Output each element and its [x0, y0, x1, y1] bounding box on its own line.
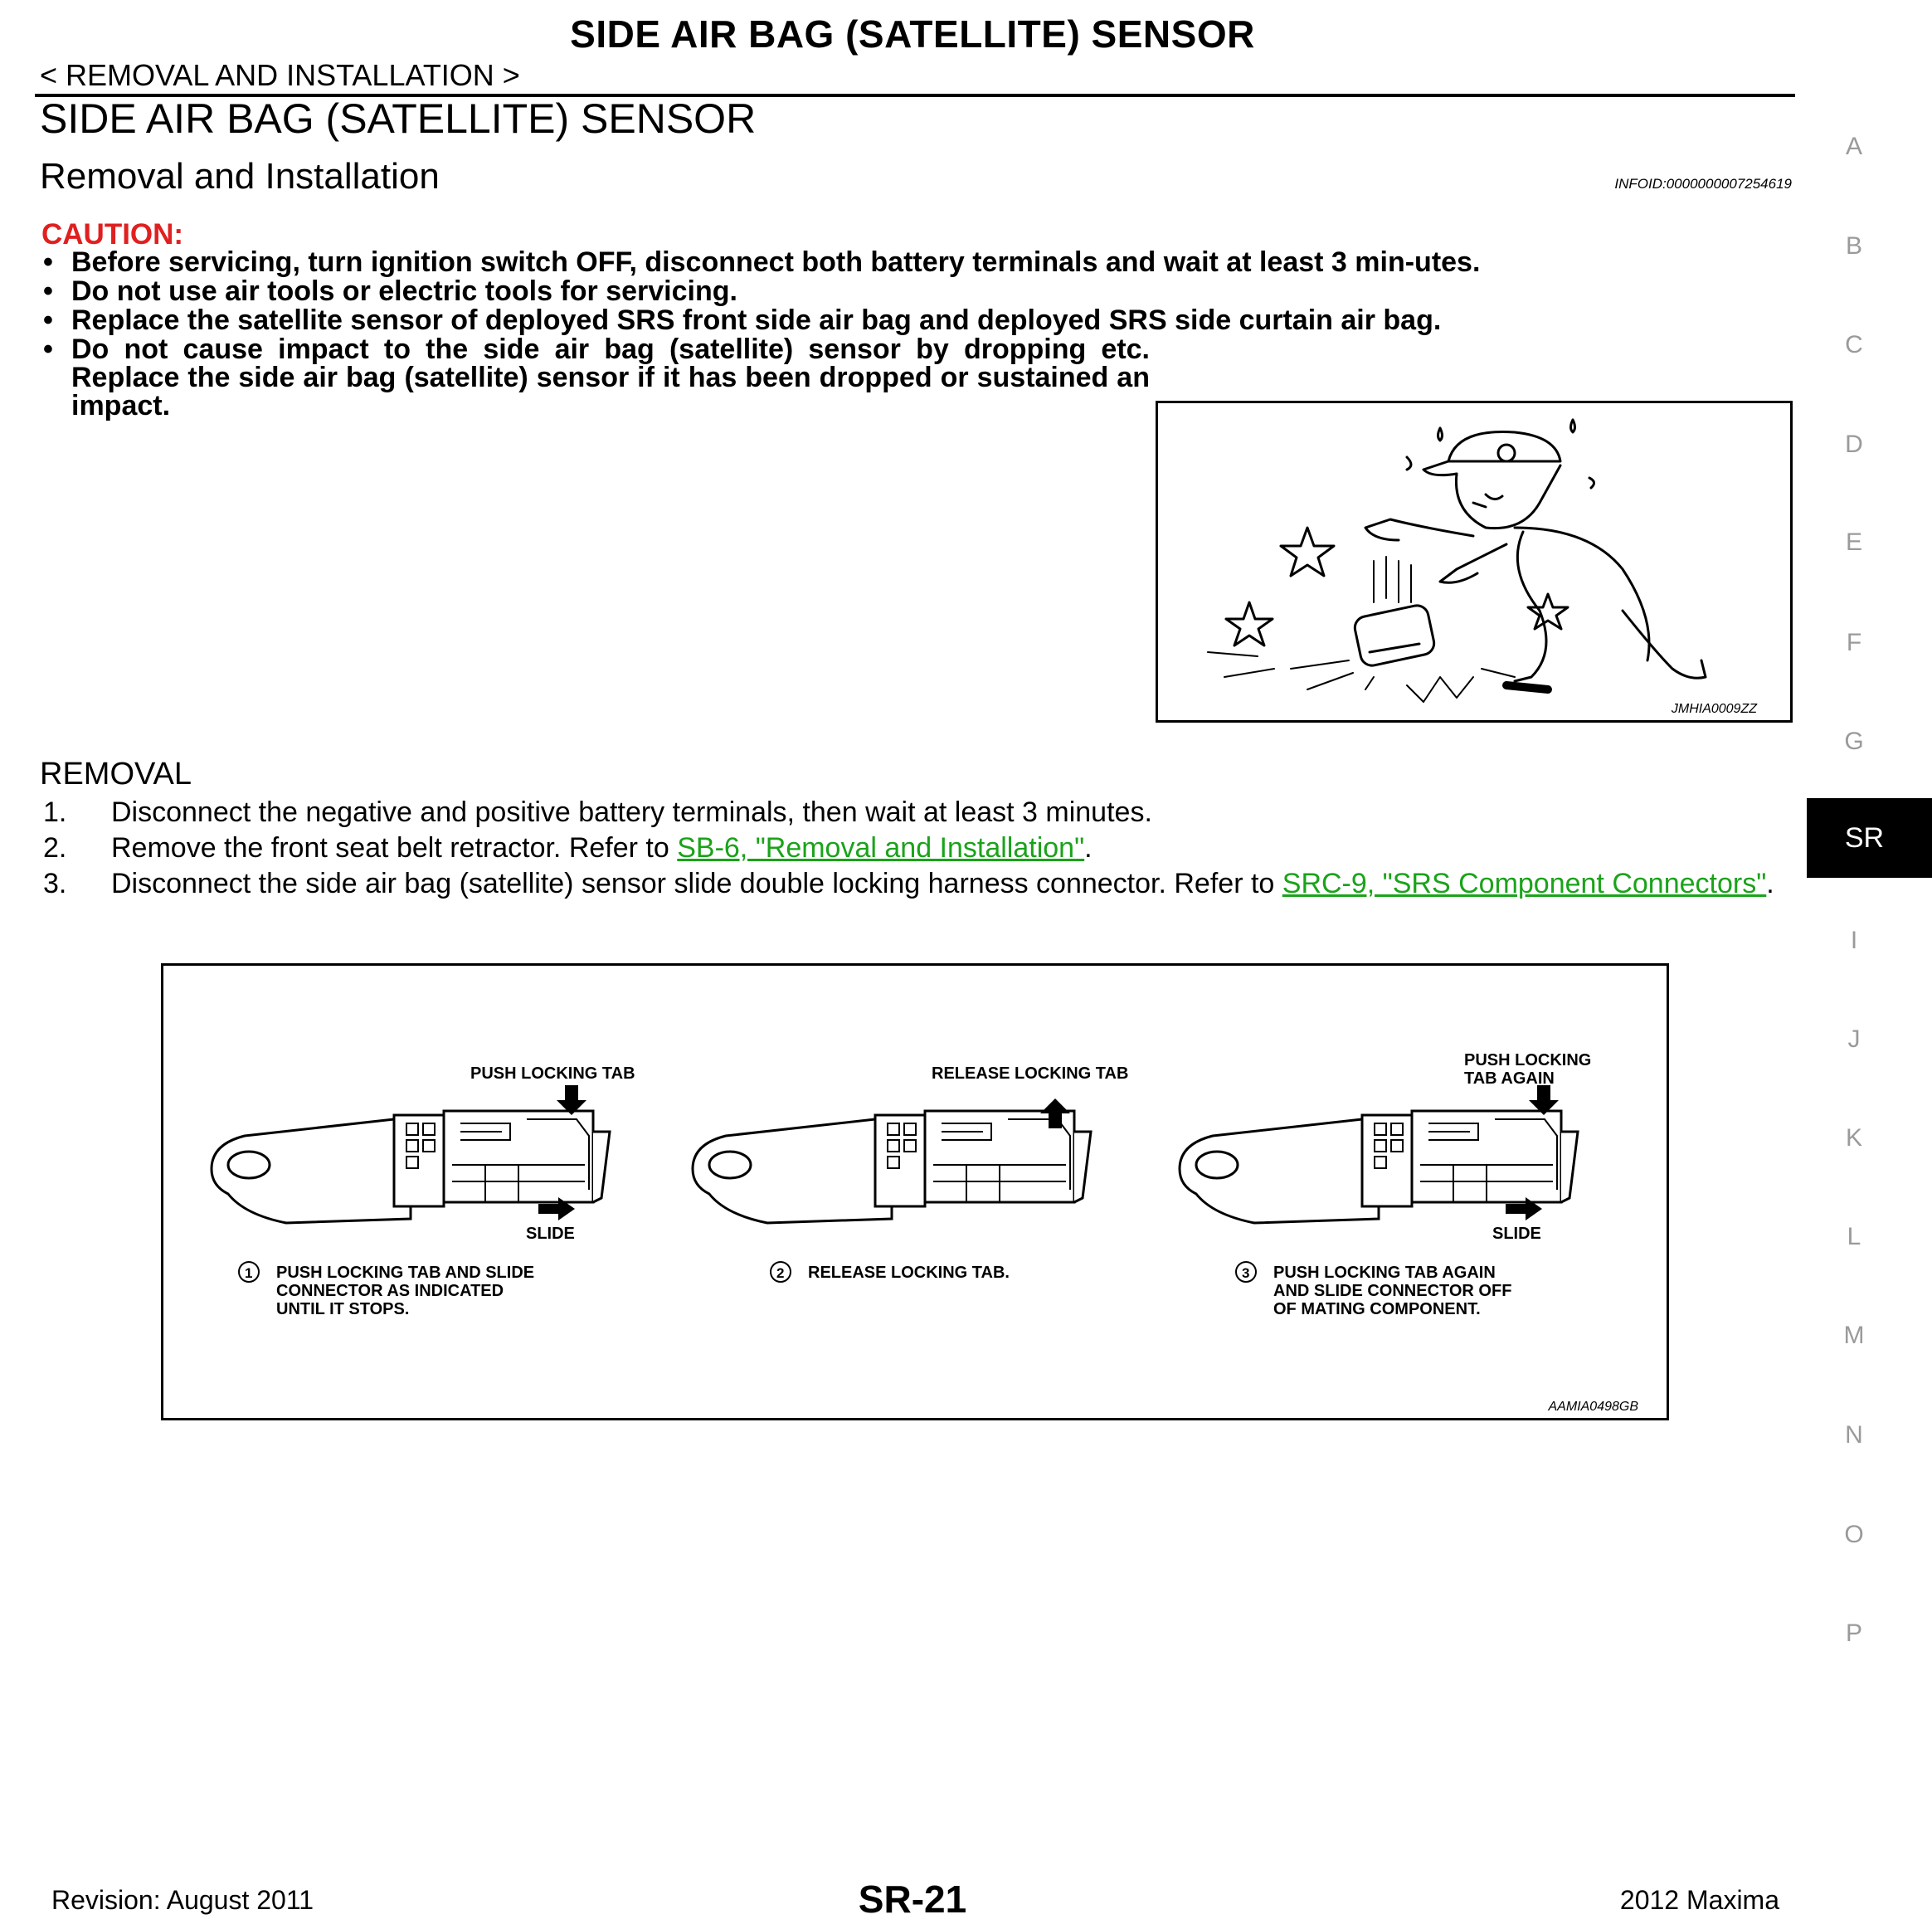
slide-label-3: SLIDE — [1492, 1225, 1541, 1243]
step-2-number: 2 — [776, 1265, 784, 1281]
step-3-line-2: AND SLIDE CONNECTOR OFF — [1273, 1282, 1511, 1300]
slide-label-1: SLIDE — [526, 1225, 575, 1243]
mechanic-illustration — [1207, 418, 1707, 703]
step-3-line-1: PUSH LOCKING TAB AGAIN — [1273, 1264, 1496, 1282]
release-tab-label: RELEASE LOCKING TAB — [932, 1064, 1128, 1083]
subsection-title: Removal and Installation — [40, 156, 440, 197]
section-tab-m[interactable]: M — [1843, 1322, 1865, 1349]
step-text: Remove the front seat belt retractor. Re… — [111, 832, 678, 864]
push-tab-label: PUSH LOCKING TAB — [470, 1064, 635, 1083]
removal-step: 3. Disconnect the side air bag (satellit… — [41, 870, 1792, 898]
header-divider — [35, 94, 1795, 97]
step-number: 1. — [43, 796, 67, 828]
section-tab-o[interactable]: O — [1844, 1521, 1864, 1548]
connector-release-diagram: PUSH LOCKING TAB RELEASE LOCKING TAB PUS… — [161, 963, 1669, 1420]
removal-step: 1. Disconnect the negative and positive … — [41, 798, 1792, 826]
footer-page-number: SR-21 — [858, 1878, 967, 1921]
step-1-line-1: PUSH LOCKING TAB AND SLIDE — [276, 1264, 534, 1282]
drop-warning-illustration: JMHIA0009ZZ — [1156, 401, 1793, 723]
src-9-reference-link[interactable]: SRC-9, "SRS Component Connectors" — [1282, 868, 1767, 899]
header-title: SIDE AIR BAG (SATELLITE) SENSOR — [570, 12, 1255, 56]
step-text: Disconnect the side air bag (satellite) … — [111, 868, 1282, 899]
footer-model: 2012 Maxima — [1619, 1885, 1779, 1915]
step-number: 2. — [43, 832, 67, 864]
removal-step: 2. Remove the front seat belt retractor.… — [41, 834, 1792, 862]
removal-steps: 1. Disconnect the negative and positive … — [41, 798, 1792, 905]
step-text-end: . — [1766, 868, 1774, 899]
section-tab-c[interactable]: C — [1845, 331, 1863, 358]
section-tab-f[interactable]: F — [1846, 629, 1862, 656]
section-tab-b[interactable]: B — [1845, 232, 1862, 260]
caution-item: Before servicing, turn ignition switch O… — [41, 248, 1792, 276]
caution-item: Do not use air tools or electric tools f… — [41, 277, 1792, 305]
step-1-line-3: UNTIL IT STOPS. — [276, 1300, 409, 1318]
removal-title: REMOVAL — [40, 757, 192, 792]
breadcrumb: < REMOVAL AND INSTALLATION > — [40, 58, 520, 92]
connector-diagram-svg: PUSH LOCKING TAB RELEASE LOCKING TAB PUS… — [210, 1051, 1591, 1318]
section-tab-g[interactable]: G — [1844, 728, 1864, 755]
step-3-line-3: OF MATING COMPONENT. — [1273, 1300, 1481, 1318]
section-tab-k[interactable]: K — [1845, 1124, 1862, 1152]
step-1-line-2: CONNECTOR AS INDICATED — [276, 1282, 504, 1300]
section-tab-j[interactable]: J — [1847, 1025, 1861, 1053]
section-tab-l[interactable]: L — [1847, 1223, 1861, 1250]
section-tab-d[interactable]: D — [1845, 431, 1863, 458]
step-text-end: . — [1084, 832, 1093, 864]
section-tab-p[interactable]: P — [1845, 1620, 1862, 1647]
step-number: 3. — [43, 868, 67, 899]
section-title: SIDE AIR BAG (SATELLITE) SENSOR — [40, 95, 757, 142]
section-tab-e[interactable]: E — [1845, 529, 1862, 556]
caution-item: Replace the satellite sensor of deployed… — [41, 306, 1792, 334]
step-3-number: 3 — [1242, 1265, 1249, 1281]
step-text: Disconnect the negative and positive bat… — [111, 796, 1152, 828]
sb-6-reference-link[interactable]: SB-6, "Removal and Installation" — [677, 832, 1085, 864]
figure-code: JMHIA0009ZZ — [1671, 702, 1757, 716]
caution-list: Before servicing, turn ignition switch O… — [41, 248, 1792, 421]
push-again-label-1: PUSH LOCKING — [1464, 1051, 1591, 1069]
section-tab-n[interactable]: N — [1845, 1421, 1863, 1449]
section-tab-sr-active[interactable]: SR — [1807, 798, 1932, 878]
step-1-number: 1 — [245, 1265, 252, 1281]
footer-revision: Revision: August 2011 — [51, 1885, 314, 1915]
figure-code: AAMIA0498GB — [1548, 1400, 1639, 1414]
caution-label: CAUTION: — [41, 218, 184, 251]
section-tab-a[interactable]: A — [1845, 133, 1862, 160]
info-id: INFOID:0000000007254619 — [1614, 176, 1792, 192]
section-tab-i[interactable]: I — [1850, 927, 1858, 954]
step-2-line-1: RELEASE LOCKING TAB. — [808, 1264, 1010, 1282]
push-again-label-2: TAB AGAIN — [1464, 1069, 1555, 1088]
caution-item: Do not cause impact to the side air bag … — [41, 335, 1150, 420]
